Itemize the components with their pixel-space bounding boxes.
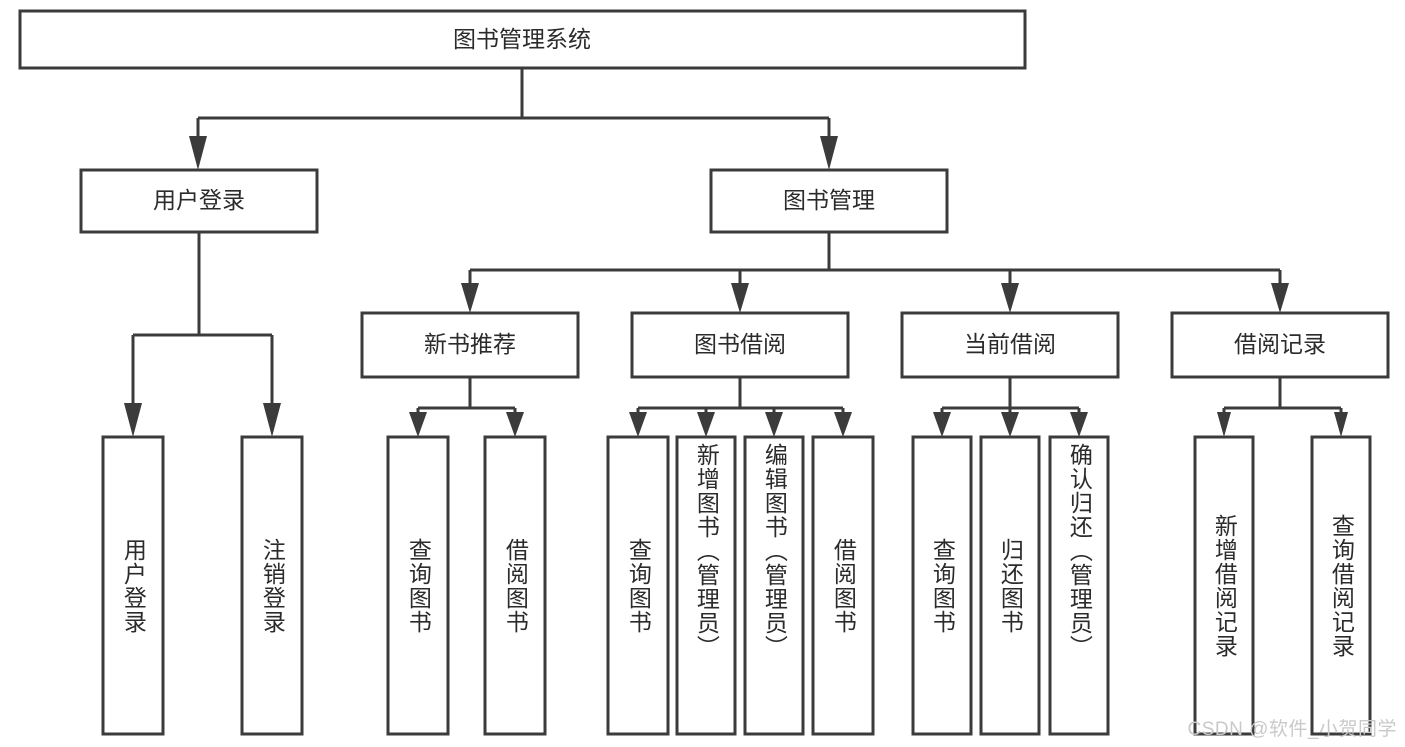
arrowhead-leaf-user-login-1 xyxy=(124,403,142,437)
arrowhead-leaf-bb-3 xyxy=(765,412,783,437)
node-root-label: 图书管理系统 xyxy=(453,26,591,52)
arrowhead-leaf-br-1 xyxy=(1217,412,1231,437)
arrowhead-current-borrow xyxy=(1001,283,1019,313)
arrowhead-leaf-bb-4 xyxy=(834,412,852,437)
leaf-box-user-login-1[interactable] xyxy=(101,435,165,736)
node-current-borrow[interactable]: 当前借阅 xyxy=(900,311,1120,379)
node-current-borrow-box[interactable] xyxy=(900,311,1120,379)
node-user-login-label: 用户登录 xyxy=(153,187,245,213)
leaf-box-book-borrow-3[interactable] xyxy=(743,435,805,736)
node-new-book-rec-box[interactable] xyxy=(360,311,580,379)
arrowhead-book-borrow xyxy=(731,283,749,313)
node-new-book-rec[interactable]: 新书推荐 xyxy=(360,311,580,379)
connector-user-login-to-leaves xyxy=(124,232,281,437)
arrowhead-leaf-cb-1 xyxy=(933,412,951,437)
arrowhead-leaf-bb-1 xyxy=(629,412,647,437)
node-book-borrow[interactable]: 图书借阅 xyxy=(630,311,850,379)
arrowhead-new-book-rec xyxy=(461,283,479,313)
node-book-manage-label: 图书管理 xyxy=(783,187,875,213)
node-borrow-record-label: 借阅记录 xyxy=(1234,331,1326,357)
connector-book-borrow-to-leaves xyxy=(629,377,852,437)
node-book-borrow-box[interactable] xyxy=(630,311,850,379)
node-root-box[interactable] xyxy=(18,9,1027,70)
connector-book-manage-to-level3 xyxy=(461,232,1289,313)
node-book-manage[interactable]: 图书管理 xyxy=(709,168,949,234)
node-book-borrow-label: 图书借阅 xyxy=(694,331,786,357)
leaf-box-borrow-record-1[interactable] xyxy=(1193,435,1255,736)
leaf-box-book-borrow-2[interactable] xyxy=(675,435,737,736)
node-current-borrow-label: 当前借阅 xyxy=(964,331,1056,357)
leaf-box-current-borrow-1[interactable] xyxy=(911,435,973,736)
leaf-box-user-login-2[interactable] xyxy=(240,435,304,736)
arrowhead-leaf-cb-3 xyxy=(1070,412,1088,437)
arrowhead-leaf-br-2 xyxy=(1334,412,1348,437)
arrowhead-borrow-record xyxy=(1271,283,1289,313)
arrowhead-leaf-nbr-2 xyxy=(506,412,524,437)
arrowhead-leaf-bb-2 xyxy=(697,412,715,437)
arrowhead-leaf-cb-2 xyxy=(1001,412,1019,437)
arrowhead-user-login xyxy=(189,136,207,170)
leaf-box-new-book-rec-2[interactable] xyxy=(483,435,547,736)
leaf-box-borrow-record-2[interactable] xyxy=(1310,435,1372,736)
node-book-manage-box[interactable] xyxy=(709,168,949,234)
leaf-box-book-borrow-4[interactable] xyxy=(811,435,875,736)
node-user-login[interactable]: 用户登录 xyxy=(79,168,319,234)
leaf-box-current-borrow-2[interactable] xyxy=(979,435,1041,736)
arrowhead-book-manage xyxy=(820,136,838,170)
leaf-box-current-borrow-3[interactable] xyxy=(1048,435,1110,736)
leaf-box-new-book-rec-1[interactable] xyxy=(386,435,450,736)
connector-borrow-record-to-leaves xyxy=(1217,377,1348,437)
connector-current-borrow-to-leaves xyxy=(933,377,1088,437)
node-root[interactable]: 图书管理系统 xyxy=(18,9,1027,70)
arrowhead-leaf-user-login-2 xyxy=(263,403,281,437)
connector-new-book-rec-to-leaves xyxy=(409,377,524,437)
node-new-book-rec-label: 新书推荐 xyxy=(424,331,516,357)
connector-root-to-level2 xyxy=(189,68,838,170)
watermark: CSDN @软件_小贺同学 xyxy=(1187,719,1397,740)
node-borrow-record[interactable]: 借阅记录 xyxy=(1170,311,1390,379)
leaf-box-book-borrow-1[interactable] xyxy=(606,435,670,736)
arrowhead-leaf-nbr-1 xyxy=(409,412,427,437)
node-borrow-record-box[interactable] xyxy=(1170,311,1390,379)
